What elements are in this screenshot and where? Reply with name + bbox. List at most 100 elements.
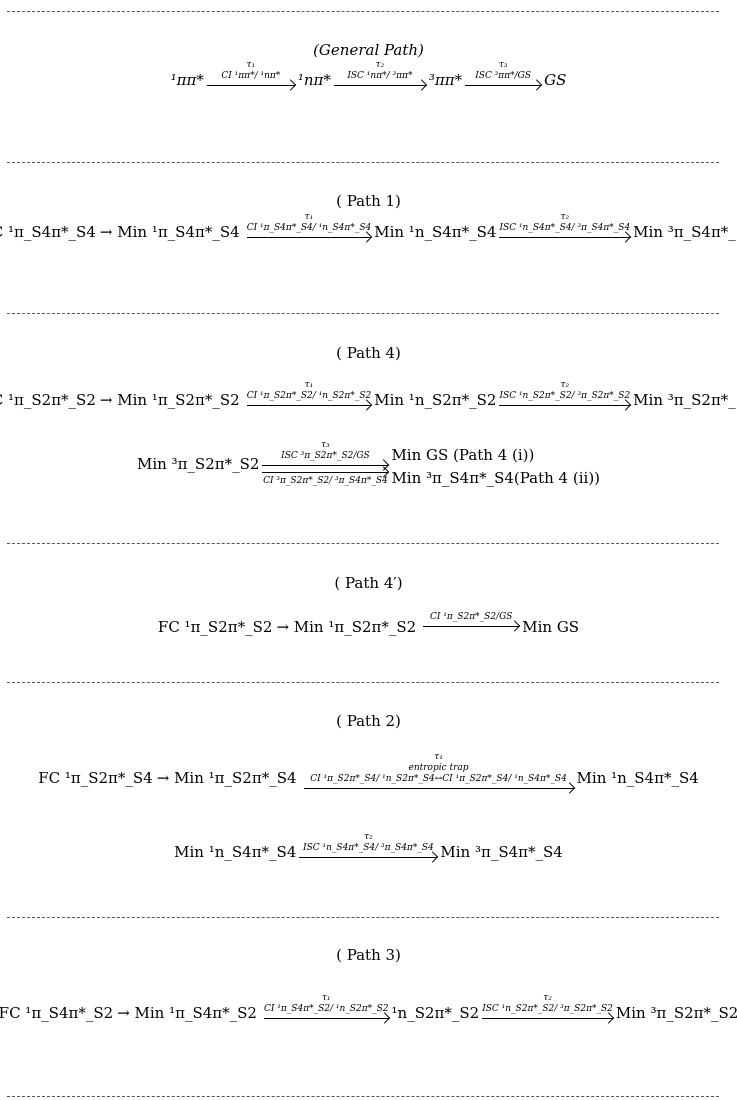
- path4-row: FC ¹π_S2π*_S2 → Min ¹π_S2π*_S2 τ₁ CI ¹π_…: [0, 380, 737, 420]
- arrow-tau: τ₃: [498, 60, 508, 70]
- separator: [7, 543, 719, 544]
- state: → Min ¹π_S4π*_S2: [117, 1004, 257, 1022]
- arrow-line: [303, 788, 574, 789]
- arrow: τ₂ ISC ¹nπ*/ ³ππ*: [333, 60, 426, 100]
- arrow: CI ³π_S2π*_S2/ ³π_S4π*_S4: [262, 469, 389, 487]
- arrow-line: [206, 85, 295, 86]
- path2-row2: Min ¹n_S4π*_S4 τ₂ ISC ¹n_S4π*_S4/ ³π_S4π…: [0, 832, 737, 872]
- arrow-line: [333, 85, 426, 86]
- arrow: τ₃ ISC ³ππ*/GS: [465, 60, 542, 100]
- arrow-tau: τ₁: [304, 380, 314, 390]
- path2-title: ( Path 2): [336, 712, 401, 730]
- state: Min ¹n_S4π*_S4: [576, 768, 699, 787]
- arrow-line: [499, 237, 631, 238]
- arrow-label: CI ¹π_S2π*_S2/ ¹n_S2π*_S2: [246, 391, 372, 401]
- path1-title: ( Path 1): [336, 192, 401, 210]
- arrow-label: ISC ¹n_S2π*_S2/ ³π_S2π*_S2: [482, 1004, 613, 1014]
- arrow-tau: τ₂: [560, 212, 570, 222]
- state: FC ¹π_S2π*_S4: [38, 768, 153, 787]
- arrow-label: CI ¹π_S4π*_S4/ ¹n_S4π*_S4: [246, 223, 372, 233]
- arrow-line: [246, 405, 372, 406]
- state: ³ππ*: [428, 71, 463, 89]
- state: → Min ¹π_S4π*_S4: [99, 223, 240, 241]
- state: Min ¹n_S4π*_S4: [374, 223, 497, 241]
- arrow-label: CI ¹ππ*/ ¹nπ*: [221, 71, 281, 81]
- arrow-line: [263, 1018, 389, 1019]
- arrow-label: ISC ³π_S2π*_S2/GS: [281, 451, 370, 461]
- arrow-tau: τ₂: [543, 993, 552, 1003]
- arrow-line: [246, 237, 372, 238]
- arrow: τ₁ entropic trap CI ¹π_S2π*_S4/ ¹n_S2π*_…: [303, 752, 574, 803]
- state: ¹nπ*: [297, 71, 331, 89]
- state: Min ³π_S2π*_S2: [136, 454, 260, 473]
- state: FC ¹π_S4π*_S4: [0, 223, 96, 241]
- arrow: τ₁ CI ¹π_S4π*_S2/ ¹n_S2π*_S2: [263, 993, 389, 1033]
- arrow-label: ISC ¹n_S4π*_S4/ ³π_S4π*_S4: [499, 223, 631, 233]
- state: Min ³π_S4π*_S4: [440, 843, 563, 861]
- path3-title: ( Path 3): [336, 946, 401, 964]
- separator: [7, 682, 719, 683]
- arrow-tau: τ₁: [321, 993, 331, 1003]
- arrow: τ₂ ISC ¹n_S4π*_S4/ ³π_S4π*_S4: [299, 832, 438, 872]
- state: → Min ¹π_S2π*_S4: [156, 768, 297, 787]
- arrow-label: ISC ³ππ*/GS: [475, 71, 532, 81]
- arrow-label: CI ¹π_S4π*_S2/ ¹n_S2π*_S2: [263, 1004, 389, 1014]
- state: Min ³π_S4π*_S4: [633, 223, 737, 241]
- separator: [7, 917, 719, 918]
- arrow-tau: τ₂: [364, 832, 373, 842]
- arrow-tau: τ₃: [321, 440, 330, 450]
- state: Min ³π_S2π*_S2: [615, 1004, 737, 1022]
- branch-split: τ₃ ISC ³π_S2π*_S2/GS Min GS (Path 4 (i))…: [259, 440, 600, 487]
- state: Min ¹n_S2π*_S2: [374, 391, 497, 409]
- path3-row: FC ¹π_S4π*_S2 → Min ¹π_S4π*_S2 τ₁ CI ¹π_…: [0, 993, 737, 1033]
- separator: [7, 1096, 719, 1097]
- path4-title: ( Path 4): [336, 344, 401, 362]
- state: ¹ππ*: [170, 71, 204, 89]
- arrow: τ₁ CI ¹π_S2π*_S2/ ¹n_S2π*_S2: [246, 380, 372, 420]
- arrow-tau: τ₂: [560, 380, 570, 390]
- arrow: τ₂ ISC ¹n_S2π*_S2/ ³π_S2π*_S2: [482, 993, 613, 1033]
- arrow-line: [262, 465, 389, 466]
- state: FC ¹π_S2π*_S2: [0, 391, 96, 409]
- arrow-tau: τ₁: [246, 60, 256, 70]
- path2-row: FC ¹π_S2π*_S4 → Min ¹π_S2π*_S4 τ₁ entrop…: [0, 752, 737, 803]
- arrow-line: [482, 1018, 613, 1019]
- separator: [7, 162, 719, 163]
- arrow-line: [499, 405, 631, 406]
- arrow-tau: τ₁: [434, 752, 443, 762]
- arrow-label: ISC ¹nπ*/ ³ππ*: [347, 71, 413, 81]
- general-path-title: (General Path): [313, 41, 424, 59]
- arrow-line: [465, 85, 542, 86]
- arrow-line: [299, 857, 438, 858]
- path4p-title: ( Path 4′): [334, 574, 403, 592]
- state: ¹n_S2π*_S2: [391, 1004, 480, 1022]
- path4p-row: FC ¹π_S2π*_S2 → Min ¹π_S2π*_S2 CI ¹π_S2π…: [0, 612, 737, 641]
- state: → Min ¹π_S2π*_S2: [99, 391, 240, 409]
- general-path-row: ¹ππ* τ₁ CI ¹ππ*/ ¹nπ* ¹nπ* τ₂ ISC ¹nπ*/ …: [0, 60, 737, 100]
- state: Min ³π_S2π*_S2: [633, 391, 737, 409]
- state: Min GS: [522, 617, 580, 636]
- separator: [7, 313, 719, 314]
- state: Min GS (Path 4 (i)): [391, 445, 535, 464]
- arrow-label: CI ¹π_S2π*_S4/ ¹n_S2π*_S4↔CI ¹π_S2π*_S4/…: [310, 774, 567, 784]
- arrow: τ₁ CI ¹π_S4π*_S4/ ¹n_S4π*_S4: [246, 212, 372, 252]
- arrow: τ₂ ISC ¹n_S4π*_S4/ ³π_S4π*_S4: [499, 212, 631, 252]
- arrow-note: entropic trap: [408, 763, 469, 773]
- arrow: τ₂ ISC ¹n_S2π*_S2/ ³π_S2π*_S2: [499, 380, 631, 420]
- state: → Min ¹π_S2π*_S2: [276, 617, 417, 636]
- arrow-line: [423, 626, 520, 627]
- path1-row: FC ¹π_S4π*_S4 → Min ¹π_S4π*_S4 τ₁ CI ¹π_…: [0, 212, 737, 252]
- state: Min ¹n_S4π*_S4: [174, 843, 297, 861]
- arrow-tau: τ₁: [304, 212, 314, 222]
- arrow-tau: τ₂: [375, 60, 385, 70]
- arrow-label: ISC ¹n_S2π*_S2/ ³π_S2π*_S2: [499, 391, 631, 401]
- arrow: τ₃ ISC ³π_S2π*_S2/GS: [262, 440, 389, 469]
- arrow-line: [262, 472, 389, 473]
- path4-branch-row: Min ³π_S2π*_S2 τ₃ ISC ³π_S2π*_S2/GS Min …: [0, 440, 737, 487]
- state: FC ¹π_S2π*_S2: [157, 617, 273, 636]
- state: GS: [544, 71, 567, 89]
- arrow-label: CI ³π_S2π*_S2/ ³π_S4π*_S4: [263, 476, 388, 486]
- arrow-label: ISC ¹n_S4π*_S4/ ³π_S4π*_S4: [303, 843, 434, 853]
- state: FC ¹π_S4π*_S2: [0, 1004, 114, 1022]
- separator: [7, 11, 719, 12]
